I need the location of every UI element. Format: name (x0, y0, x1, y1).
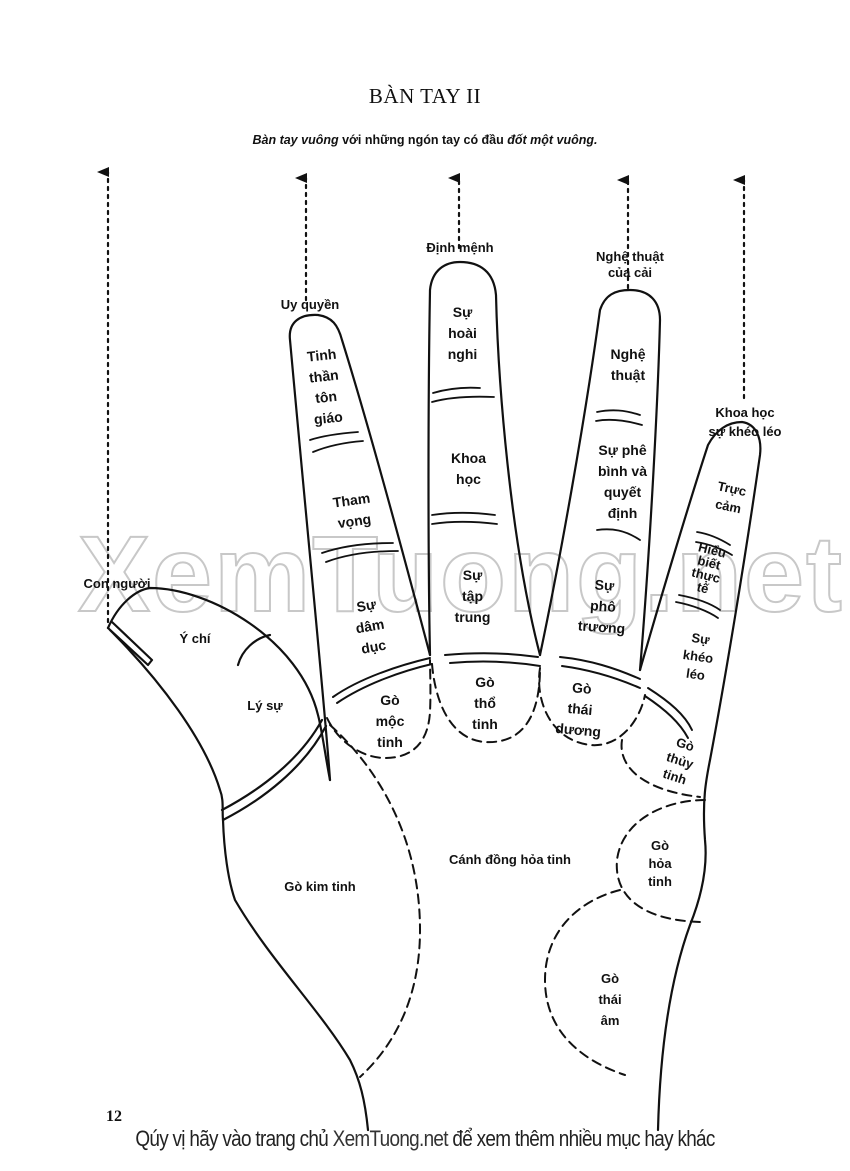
subtitle-text: với những ngón tay có đầu (338, 133, 508, 147)
footer-promo: Qúy vị hãy vào trang chủ XemTuong.net để… (60, 1126, 791, 1152)
label-plain-of-mars: Cánh đồng hỏa tinh (448, 852, 572, 867)
label-middle-mid: Khoa học (451, 450, 486, 487)
little-finger (638, 420, 762, 1132)
ring-finger (538, 288, 662, 672)
mount-saturn-outline (431, 663, 541, 744)
label-mount-mars: Gò hỏa tinh (648, 838, 672, 889)
footer-text-after: để xem thêm nhiều mục hay khác (447, 1126, 715, 1151)
label-mount-moon: Gò thái âm (598, 971, 622, 1028)
mount-mercury-outline (620, 739, 701, 798)
label-little-base: Sự khéo léo (682, 629, 715, 684)
label-thumb: Con người (83, 576, 151, 591)
middle-finger (427, 260, 542, 657)
palm-creases (332, 652, 693, 739)
index-finger (288, 313, 432, 782)
mount-apollo-outline (538, 667, 646, 747)
mount-venus-outline (329, 724, 421, 1078)
mount-moon-outline (544, 889, 626, 1076)
label-middle: Định mệnh (426, 240, 494, 255)
finger-creases (309, 386, 733, 619)
thumb-outline (106, 586, 332, 782)
mount-mars-outline (615, 799, 706, 923)
label-ring: Nghệ thuật của cải (596, 249, 664, 280)
footer-text-before: Qúy vị hãy vào trang chủ (135, 1126, 333, 1151)
label-thumb-mid: Lý sự (247, 698, 283, 713)
label-middle-top: Sự hoài nghi (447, 304, 478, 362)
label-ring-mid: Sự phê bình và quyết định (597, 442, 647, 521)
label-ring-top: Nghệ thuật (610, 346, 646, 383)
label-middle-base: Sự tập trung (454, 567, 491, 625)
label-index-top: Tinh thần tôn giáo (306, 345, 344, 428)
label-index: Uy quyền (280, 297, 340, 312)
thumb-lower-edge (108, 628, 370, 1132)
label-thumb-top: Ý chí (179, 631, 211, 646)
page-number: 12 (106, 1108, 122, 1125)
label-mount-saturn: Gò thổ tinh (472, 674, 498, 732)
label-ring-base: Sự phô trương (577, 576, 626, 637)
thumb-joint-line (236, 633, 272, 667)
label-mount-jupiter: Gò mộc tinh (375, 692, 405, 750)
subtitle-italic-2: đốt một vuông. (507, 133, 598, 147)
label-mount-apollo: Gò thái dương (554, 679, 602, 740)
finger-arrows (97, 167, 746, 624)
thumb-crease (220, 718, 324, 812)
label-mount-venus: Gò kim tinh (284, 879, 356, 894)
mount-outlines (326, 659, 706, 1078)
label-index-base: Sự dâm dục (354, 595, 388, 657)
label-little: Khoa học sự khéo léo (708, 405, 782, 439)
footer-site-link[interactable]: XemTuong.net (332, 1126, 449, 1151)
subtitle-italic-1: Bàn tay vuông (252, 133, 339, 147)
page-subtitle: Bàn tay vuông với những ngón tay có đầu … (0, 133, 850, 147)
page-title: BÀN TAY II (368, 84, 482, 108)
thumb-nail (106, 620, 154, 667)
hand-outline (106, 260, 762, 1132)
